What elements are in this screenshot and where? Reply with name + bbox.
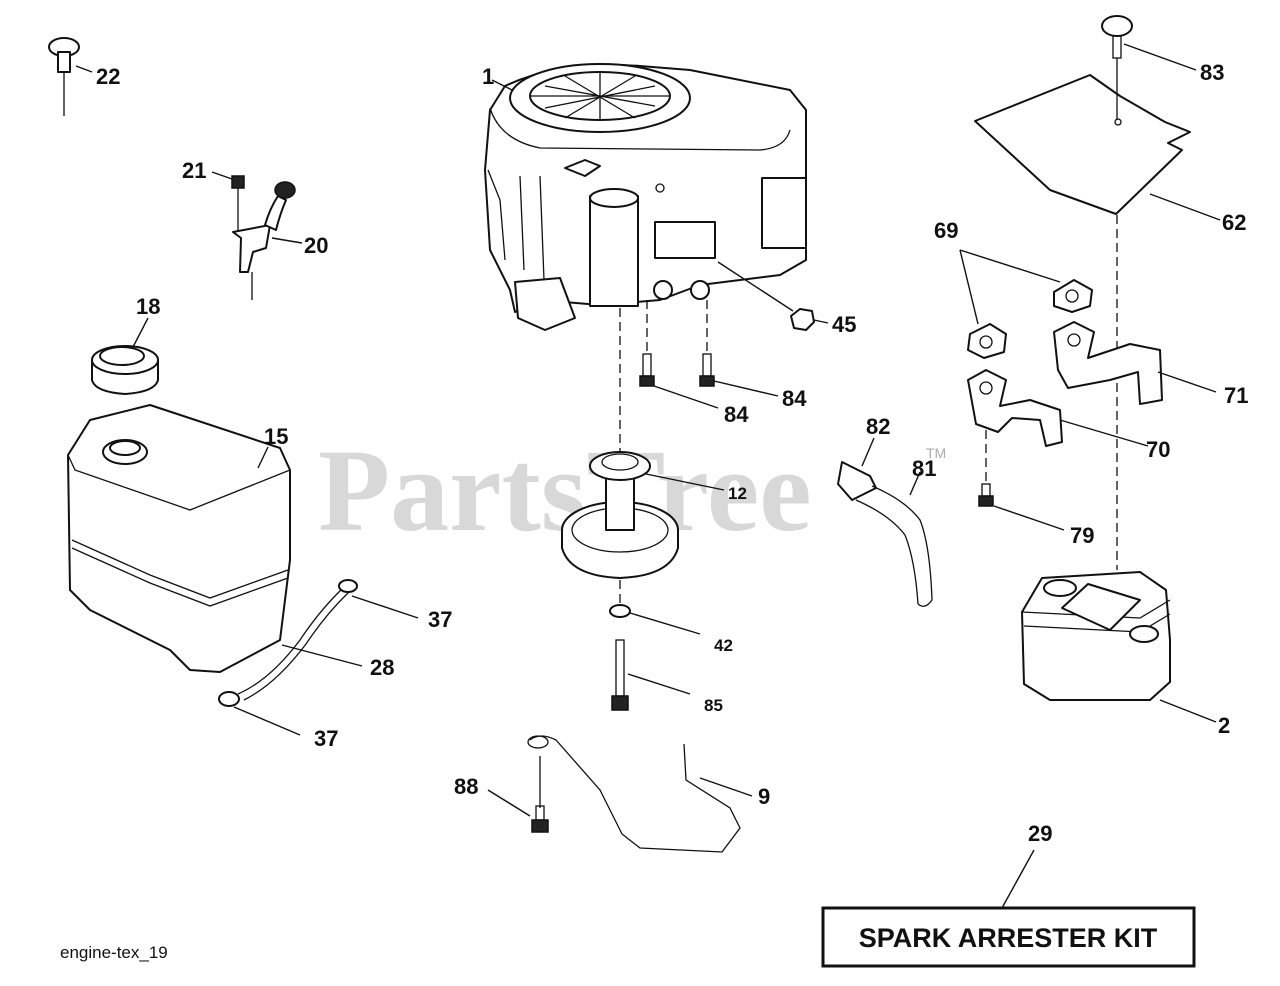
callout-12[interactable]: 12 bbox=[728, 484, 747, 503]
part-2-muffler[interactable] bbox=[1021, 571, 1217, 723]
callout-15[interactable]: 15 bbox=[264, 424, 288, 449]
part-81-hose[interactable] bbox=[837, 437, 933, 607]
callout-22[interactable]: 22 bbox=[96, 64, 120, 89]
diagram-code: engine-tex_19 bbox=[60, 943, 168, 962]
callout-81[interactable]: 81 bbox=[912, 456, 936, 481]
callout-1[interactable]: 1 bbox=[482, 64, 494, 89]
callout-79[interactable]: 79 bbox=[1070, 523, 1094, 548]
callout-82[interactable]: 82 bbox=[866, 414, 890, 439]
part-1-engine[interactable] bbox=[484, 63, 807, 331]
watermark-trademark: TM bbox=[926, 445, 946, 461]
callout-84-left[interactable]: 84 bbox=[724, 402, 749, 427]
part-79-bolt[interactable] bbox=[978, 430, 1065, 531]
spark-arrester-kit-box[interactable]: SPARK ARRESTER KIT bbox=[821, 906, 1196, 968]
part-12-pulley[interactable] bbox=[561, 308, 725, 579]
part-62-heat-shield[interactable] bbox=[974, 15, 1221, 570]
callout-71[interactable]: 71 bbox=[1224, 383, 1248, 408]
callout-83[interactable]: 83 bbox=[1200, 60, 1224, 85]
spark-arrester-kit-label: SPARK ARRESTER KIT bbox=[859, 923, 1158, 953]
callout-85[interactable]: 85 bbox=[704, 696, 723, 715]
callout-9[interactable]: 9 bbox=[758, 784, 770, 809]
callout-2[interactable]: 2 bbox=[1218, 713, 1230, 738]
part-71-exhaust-pipe[interactable] bbox=[1053, 321, 1217, 405]
part-15-fuel-tank[interactable] bbox=[67, 404, 291, 673]
callout-42[interactable]: 42 bbox=[714, 636, 733, 655]
part-85-center-bolt[interactable] bbox=[609, 580, 701, 711]
callout-28[interactable]: 28 bbox=[370, 655, 394, 680]
part-29-leader bbox=[1001, 849, 1035, 909]
callout-37-upper[interactable]: 37 bbox=[428, 607, 452, 632]
callout-20[interactable]: 20 bbox=[304, 233, 328, 258]
callout-70[interactable]: 70 bbox=[1146, 437, 1170, 462]
callout-69[interactable]: 69 bbox=[934, 218, 958, 243]
part-84-bolts[interactable] bbox=[639, 300, 779, 409]
callout-62[interactable]: 62 bbox=[1222, 210, 1246, 235]
callout-29[interactable]: 29 bbox=[1028, 821, 1052, 846]
part-22-knob[interactable] bbox=[48, 37, 93, 116]
part-28-fuel-line[interactable] bbox=[218, 579, 419, 736]
part-70-exhaust-pipe[interactable] bbox=[967, 369, 1149, 447]
part-69-gaskets[interactable] bbox=[959, 249, 1093, 359]
callout-21[interactable]: 21 bbox=[182, 158, 206, 183]
part-9-rod[interactable] bbox=[487, 735, 753, 853]
callout-84-right[interactable]: 84 bbox=[782, 386, 807, 411]
part-20-control-bracket[interactable] bbox=[211, 171, 303, 300]
part-45-nut[interactable] bbox=[717, 261, 829, 331]
callout-18[interactable]: 18 bbox=[136, 294, 160, 319]
callout-45[interactable]: 45 bbox=[832, 312, 856, 337]
callout-37-lower[interactable]: 37 bbox=[314, 726, 338, 751]
part-18-fuel-cap[interactable] bbox=[91, 317, 159, 395]
callout-88[interactable]: 88 bbox=[454, 774, 478, 799]
